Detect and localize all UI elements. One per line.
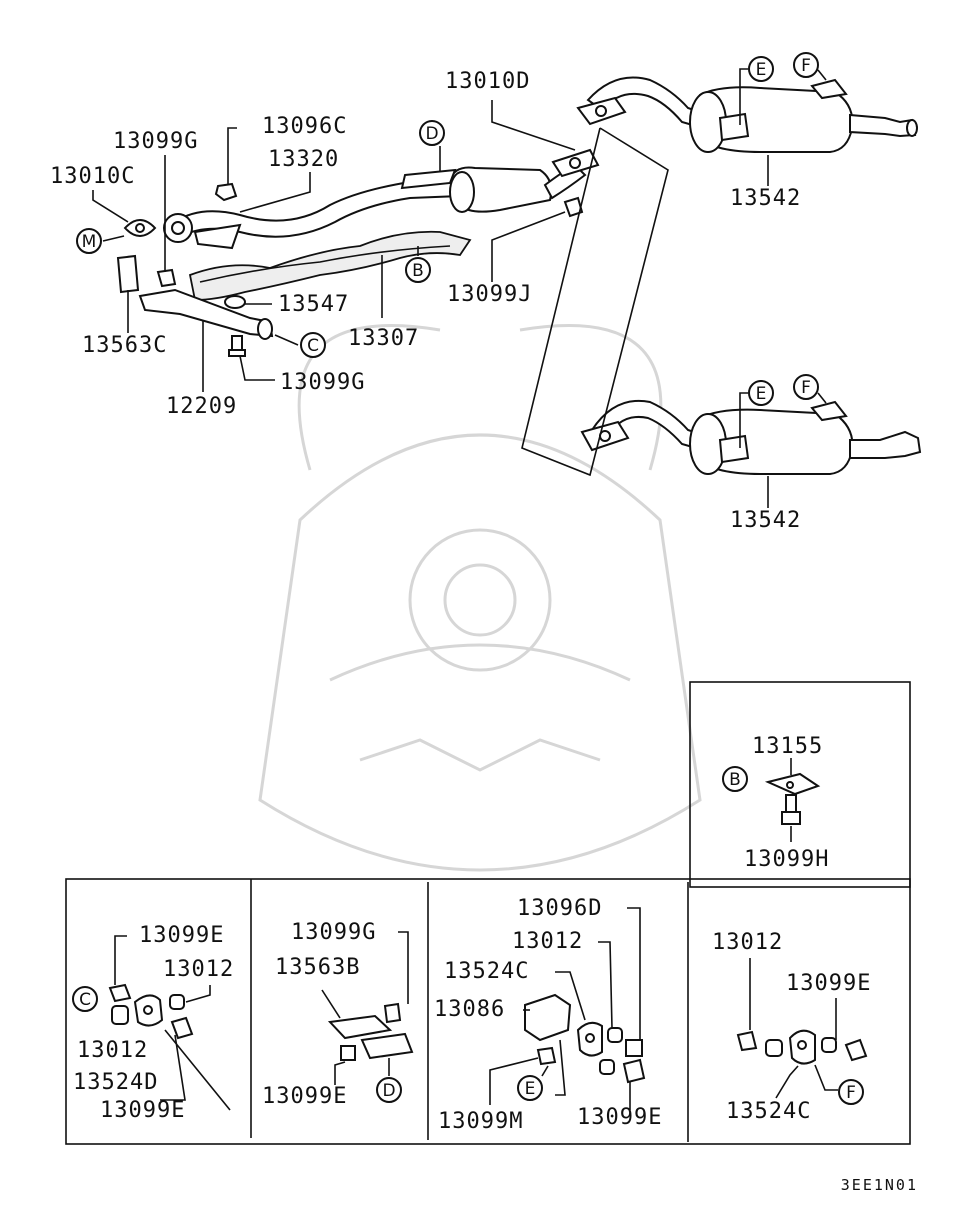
callout-f: F	[793, 374, 819, 400]
bolt-13099g-upper	[156, 268, 177, 288]
callout-c: C	[300, 332, 326, 358]
svg-text:C: C	[307, 336, 319, 356]
svg-text:D: D	[382, 1081, 395, 1101]
part-label-13320: 13320	[268, 147, 339, 172]
callout-d: D	[376, 1077, 402, 1103]
part-label-13012: 13012	[77, 1038, 148, 1063]
part-label-13096c: 13096C	[262, 114, 347, 139]
inset-detail-b: 13155 13099H B	[722, 734, 829, 872]
diagram-code: 3EE1N01	[841, 1176, 918, 1194]
svg-text:F: F	[846, 1083, 856, 1103]
part-label-13155: 13155	[752, 734, 823, 759]
callout-f: F	[838, 1079, 864, 1105]
callout-m: M	[76, 228, 102, 254]
part-label-13099e: 13099E	[139, 923, 224, 948]
part-label-13099g: 13099G	[291, 920, 376, 945]
part-label-13099g: 13099G	[280, 370, 365, 395]
part-label-13086: 13086	[434, 997, 505, 1022]
callout-e: E	[517, 1075, 543, 1101]
main-part-labels: 13010D 13099G 13096C 13320 13010C 13542 …	[50, 69, 801, 533]
part-label-13012: 13012	[512, 929, 583, 954]
exhaust-assembly	[116, 76, 922, 477]
bolt-13099j	[563, 196, 584, 218]
part-label-13099e: 13099E	[262, 1084, 347, 1109]
part-label-13542: 13542	[730, 186, 801, 211]
svg-text:B: B	[729, 770, 741, 790]
callout-b: B	[722, 766, 748, 792]
part-label-13099e: 13099E	[577, 1105, 662, 1130]
svg-text:F: F	[801, 378, 811, 398]
heat-protector	[188, 230, 472, 301]
part-label-13012: 13012	[163, 957, 234, 982]
part-label-13547: 13547	[278, 292, 349, 317]
svg-text:M: M	[82, 232, 97, 252]
inset-detail-d: 13099G 13563B 13099E D	[262, 920, 414, 1109]
part-label-13099j: 13099J	[447, 282, 532, 307]
svg-text:F: F	[801, 56, 811, 76]
part-label-13524c: 13524C	[444, 959, 529, 984]
part-label-13012: 13012	[712, 930, 783, 955]
svg-text:C: C	[79, 990, 91, 1010]
part-label-13542: 13542	[730, 508, 801, 533]
part-label-13307: 13307	[348, 326, 419, 351]
inset-detail-c: 13099E 13012 13012 13524D 13099E C	[72, 923, 234, 1123]
callout-f: F	[793, 52, 819, 78]
part-label-13096d: 13096D	[517, 896, 602, 921]
rubber-mount	[224, 295, 246, 309]
part-label-13099e: 13099E	[786, 971, 871, 996]
part-label-13099g: 13099G	[113, 129, 198, 154]
svg-text:D: D	[425, 124, 438, 144]
crossmember	[138, 288, 274, 338]
bracket-13563c	[116, 254, 140, 294]
part-label-13563c: 13563C	[82, 333, 167, 358]
callout-e: E	[748, 380, 774, 406]
svg-text:E: E	[756, 384, 767, 404]
part-label-13524c: 13524C	[726, 1099, 811, 1124]
leader-lines	[92, 68, 827, 508]
part-label-13010c: 13010C	[50, 164, 135, 189]
reference-callouts: D M B C E F E F	[76, 52, 819, 406]
part-label-13524d: 13524D	[73, 1070, 158, 1095]
svg-text:E: E	[756, 60, 767, 80]
svg-text:E: E	[525, 1079, 536, 1099]
part-label-13099e: 13099E	[100, 1098, 185, 1123]
callout-d: D	[419, 120, 445, 146]
callout-c: C	[72, 986, 98, 1012]
part-label-13563b: 13563B	[275, 955, 360, 980]
part-label-12209: 12209	[166, 394, 237, 419]
inset-frames	[65, 681, 911, 1145]
inset-detail-f: 13012 13099E 13524C F	[712, 930, 871, 1124]
inset-detail-e: 13096D 13012 13524C 13086 13099M 13099E …	[434, 896, 662, 1134]
callout-e: E	[748, 56, 774, 82]
part-label-13010d: 13010D	[445, 69, 530, 94]
part-label-13099h: 13099H	[744, 847, 829, 872]
svg-text:B: B	[412, 261, 424, 281]
part-label-13099m: 13099M	[438, 1109, 523, 1134]
watermark-emblem	[258, 324, 702, 872]
nut-13096c	[214, 182, 238, 202]
callout-b: B	[405, 257, 431, 283]
